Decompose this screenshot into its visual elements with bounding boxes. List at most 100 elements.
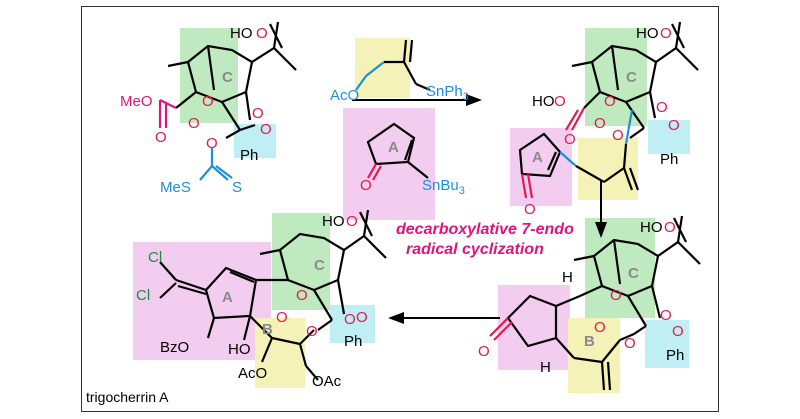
- yellow-box-cyc: [568, 318, 620, 393]
- prod-cl-2: Cl: [136, 287, 150, 304]
- ring-label-c-sm: C: [222, 69, 233, 86]
- yellow-box-reagent: [355, 38, 410, 98]
- sm-o-2: O: [155, 129, 167, 146]
- stannane-bonds-black: [384, 39, 431, 92]
- sm-ph-label: Ph: [240, 147, 258, 164]
- sm-bonds: [167, 21, 297, 139]
- starting-material-labels: HO O MeO O O O O O O Ph MeS S: [120, 25, 272, 196]
- int-o-2: O: [554, 93, 566, 110]
- prod-ph-label: Ph: [344, 333, 362, 350]
- arrow-3-head: [388, 312, 404, 324]
- int-o-4: O: [604, 93, 616, 110]
- int-blue-bonds: [559, 109, 634, 167]
- cyc-carbonyl: [489, 317, 513, 341]
- green-box-sm: [180, 28, 238, 123]
- int-bonds: [518, 21, 699, 191]
- stannane-tin-label: SnPh3: [426, 83, 469, 103]
- stannane-aco-label: AcO: [330, 87, 359, 104]
- prod-cl-1: Cl: [148, 249, 162, 266]
- sm-s-label: S: [232, 179, 242, 196]
- cyc-o-7: O: [478, 343, 490, 360]
- caption-line-1: decarboxylative 7-endo: [396, 221, 574, 238]
- int-o-5: O: [594, 115, 606, 132]
- enone-carbonyl: [367, 163, 382, 181]
- int-o-8: O: [668, 117, 680, 134]
- cyc-h-1: H: [562, 269, 573, 286]
- prod-o-5: O: [344, 311, 356, 328]
- ring-label-c-cyc: C: [628, 265, 639, 282]
- cyan-box-cyc: [645, 320, 689, 368]
- reaction-caption: decarboxylative 7-endo radical cyclizati…: [396, 221, 574, 258]
- arrows: [352, 94, 607, 324]
- cyc-h-2: H: [540, 359, 551, 376]
- prod-ho-mid-label: HO: [228, 341, 251, 358]
- cyan-box-prod: [330, 305, 375, 343]
- int-ph-label: Ph: [660, 151, 678, 168]
- prod-o-1: O: [346, 213, 358, 230]
- cyc-o-1: O: [664, 219, 676, 236]
- cyc-o-3: O: [594, 319, 606, 336]
- sm-o-5: O: [206, 135, 218, 152]
- int-o-3: O: [564, 131, 576, 148]
- sm-o-1: O: [256, 25, 268, 42]
- sm-xanthate-bonds: [199, 148, 233, 181]
- prod-oac-label: OAc: [312, 373, 342, 390]
- sm-ho-label: HO: [230, 25, 253, 42]
- sm-o-7: O: [260, 121, 272, 138]
- enone-o-label: O: [360, 177, 372, 194]
- enone-bonds: [366, 122, 429, 179]
- ring-labels: C A C A C B C A B: [222, 69, 639, 350]
- ring-label-c-prod: C: [314, 257, 325, 274]
- arrow-2-head: [595, 222, 607, 238]
- prod-ho-label: HO: [322, 213, 345, 230]
- stannane-bonds: [355, 61, 385, 91]
- enone-tin-label: SnBu3: [422, 177, 465, 197]
- ring-label-b-prod: B: [262, 321, 273, 338]
- caption-line-2: radical cyclization: [406, 241, 544, 258]
- prod-o-3: O: [276, 309, 288, 326]
- product-labels: HO O Cl Cl O O O O O Ph BzO HO AcO OAc t…: [86, 213, 368, 405]
- int-o-6: O: [612, 127, 624, 144]
- cyc-o-5: O: [660, 307, 672, 324]
- int-acid-bonds: [565, 107, 585, 131]
- prod-o-4: O: [306, 323, 318, 340]
- product-name: trigocherrin A: [86, 389, 169, 405]
- int-ho-label: HO: [636, 25, 659, 42]
- yellow-box-int: [578, 138, 638, 200]
- sm-meo-label: MeO: [120, 93, 153, 110]
- cyc-o-4: O: [624, 335, 636, 352]
- sm-mes-label: MeS: [160, 179, 191, 196]
- cyc-o-6: O: [672, 323, 684, 340]
- prod-o-2: O: [296, 287, 308, 304]
- cyan-box-int: [648, 120, 690, 154]
- sm-ester-bonds: [158, 99, 177, 128]
- pink-box-cyc: [498, 285, 570, 370]
- pink-box-int: [510, 128, 572, 206]
- prod-bonds: [159, 209, 387, 381]
- sm-o-3: O: [202, 93, 214, 110]
- cyclized-labels: HO O H O O O O O Ph O H: [478, 219, 684, 376]
- green-box-prod: [272, 213, 330, 310]
- prod-bzo-label: BzO: [160, 339, 189, 356]
- ring-label-b-cyc: B: [584, 333, 595, 350]
- prod-aco-label: AcO: [238, 365, 267, 382]
- cyc-bonds: [506, 215, 701, 391]
- arrow-1-head: [466, 94, 482, 106]
- ring-label-c-int: C: [626, 69, 637, 86]
- reagent-labels: AcO SnPh3 O SnBu3: [330, 83, 469, 197]
- cyc-ph-label: Ph: [666, 347, 684, 364]
- int-ho-acid-label: HO: [532, 93, 555, 110]
- sm-o-6: O: [252, 105, 264, 122]
- cyc-o-2: O: [610, 287, 622, 304]
- int-enone-carbonyl: [520, 173, 534, 199]
- ring-label-a-reagent: A: [388, 139, 399, 156]
- sm-o-4: O: [188, 115, 200, 132]
- int-o-1: O: [660, 25, 672, 42]
- int-o-9: O: [524, 201, 536, 218]
- pink-box-prod: [133, 242, 271, 360]
- intermediate-labels: HO O HO O O O O O O O Ph O: [524, 25, 680, 218]
- cyc-ho-label: HO: [640, 219, 663, 236]
- int-o-7: O: [656, 99, 668, 116]
- highlight-boxes: [133, 28, 690, 393]
